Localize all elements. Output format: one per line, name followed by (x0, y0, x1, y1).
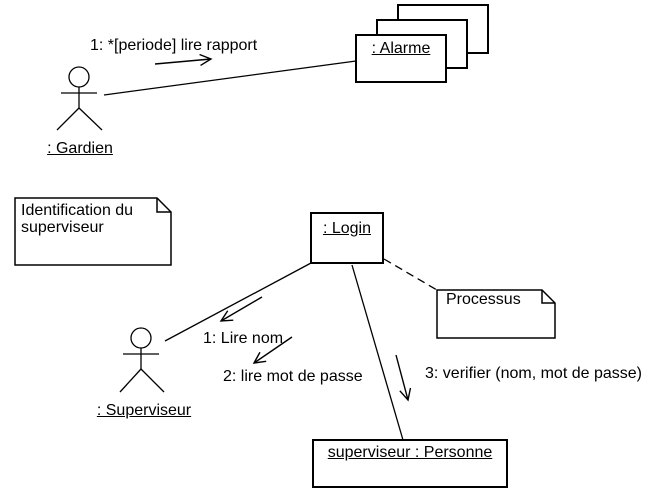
superviseur-left-leg (119, 368, 142, 393)
association-login-superviseur (164, 262, 312, 342)
message-label-lire-mot-de-passe: 2: lire mot de passe (223, 368, 363, 385)
superviseur-head (130, 327, 152, 349)
superviseur-actor-label: : Superviseur (96, 402, 192, 419)
alarme-object-label: : Alarme (371, 40, 431, 57)
message-arrow-lire-rapport (154, 53, 213, 67)
message-label-lire-nom: 1: Lire nom (203, 330, 284, 347)
alarme-object-box (355, 34, 447, 83)
association-login-personne (351, 264, 404, 441)
message-arrow-lire-mot-de-passe (252, 336, 293, 364)
personne-object-box (312, 439, 508, 488)
gardien-head (68, 66, 90, 88)
processus-note-fold (541, 290, 555, 304)
processus-note-outline (436, 289, 556, 339)
processus-note-shape (436, 289, 556, 339)
identification-note-text: Identification du superviseur (21, 202, 134, 236)
gardien-right-leg (78, 107, 103, 131)
alarme-multiobject (355, 4, 489, 83)
processus-note-text: Processus (446, 291, 521, 308)
superviseur-actor-figure (119, 327, 165, 393)
identification-note-fold (156, 198, 171, 213)
message-arrow-lire-nom (219, 296, 263, 322)
gardien-actor-label: : Gardien (47, 140, 113, 157)
superviseur-right-leg (140, 368, 165, 393)
gardien-actor-figure (56, 66, 103, 131)
message-label-lire-rapport: 1: *[periode] lire rapport (90, 37, 258, 54)
identification-note-outline (14, 197, 172, 266)
association-gardien-alarme (103, 60, 357, 96)
note-anchor-login-processus (383, 258, 438, 291)
message-label-verifier: 3: verifier (nom, mot de passe) (425, 365, 642, 382)
gardien-left-leg (56, 107, 80, 131)
login-object-label: : Login (322, 220, 372, 237)
message-arrow-verifier (395, 354, 412, 402)
login-object-box (310, 212, 384, 264)
personne-object-label: superviseur : Personne (327, 444, 493, 461)
identification-note-shape (14, 197, 172, 266)
